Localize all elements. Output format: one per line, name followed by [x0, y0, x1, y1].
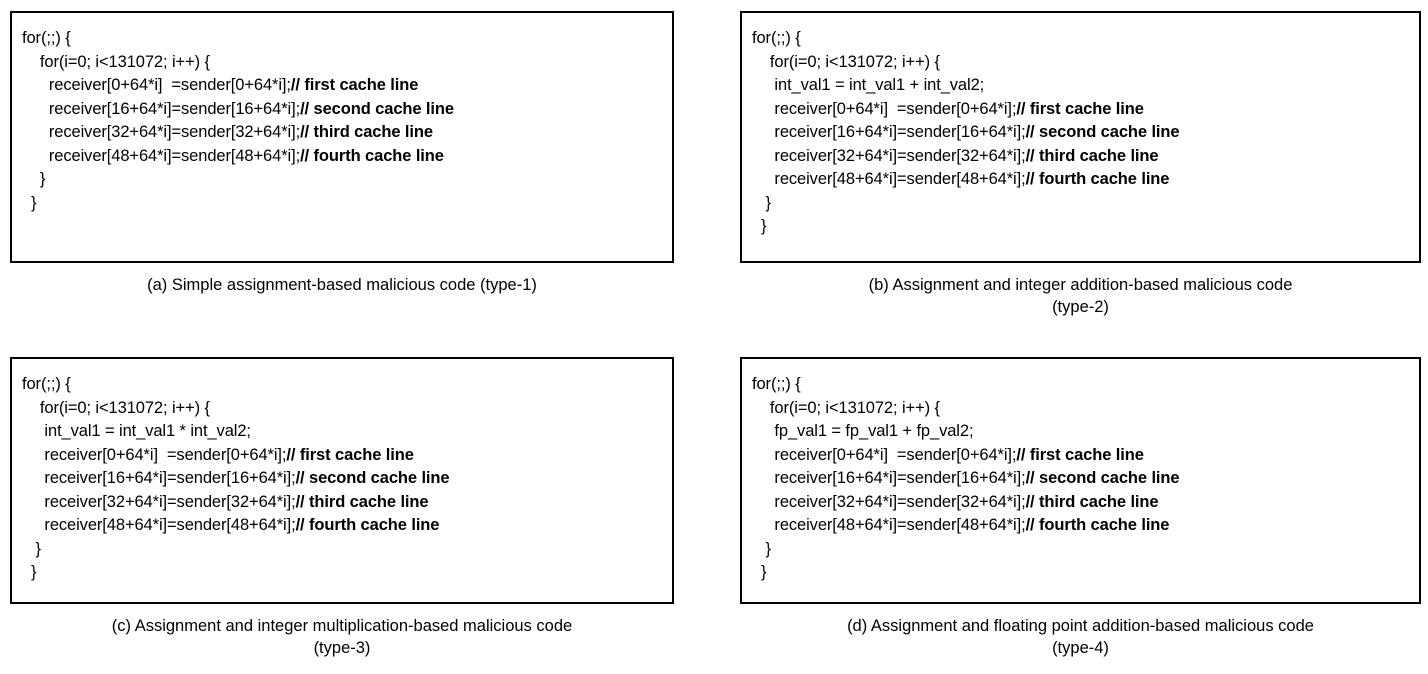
caption-d: (d) Assignment and floating point additi…	[847, 617, 1314, 657]
code-line: }	[22, 168, 662, 192]
code-line: for(;;) {	[22, 27, 662, 51]
code-line: for(;;) {	[22, 373, 662, 397]
code-line: receiver[48+64*i]=sender[48+64*i];// fou…	[752, 514, 1409, 538]
code-line: fp_val1 = fp_val1 + fp_val2;	[752, 420, 1409, 444]
code-statement: receiver[48+64*i]=sender[48+64*i];	[752, 170, 1026, 188]
code-comment: // first cache line	[290, 76, 419, 94]
code-block-a: for(;;) { for(i=0; i<131072; i++) { rece…	[10, 11, 674, 263]
code-statement: for(i=0; i<131072; i++) {	[752, 52, 940, 71]
code-comment: // second cache line	[300, 99, 454, 118]
code-comment: // first cache line	[1016, 99, 1144, 118]
code-line: }	[22, 538, 662, 562]
code-line: for(i=0; i<131072; i++) {	[22, 397, 662, 421]
code-statement: }	[22, 563, 37, 581]
code-statement: fp_val1 = fp_val1 + fp_val2;	[752, 422, 974, 440]
code-statement: }	[752, 193, 771, 212]
code-statement: receiver[32+64*i]=sender[32+64*i];	[752, 146, 1026, 165]
code-statement: for(i=0; i<131072; i++) {	[752, 398, 940, 417]
code-statement: for(;;) {	[22, 29, 71, 47]
code-statement: receiver[16+64*i]=sender[16+64*i];	[752, 123, 1026, 141]
code-comment: // fourth cache line	[295, 516, 440, 534]
code-statement: receiver[16+64*i]=sender[16+64*i];	[22, 99, 301, 118]
code-statement: for(;;) {	[752, 29, 801, 47]
code-statement: receiver[0+64*i] =sender[0+64*i];	[752, 445, 1017, 464]
code-line: for(i=0; i<131072; i++) {	[22, 51, 662, 75]
panel-a: for(;;) { for(i=0; i<131072; i++) { rece…	[10, 11, 674, 296]
code-line: }	[752, 561, 1409, 585]
code-statement: int_val1 = int_val1 * int_val2;	[22, 422, 251, 440]
code-statement: for(;;) {	[752, 375, 801, 393]
code-statement: for(i=0; i<131072; i++) {	[22, 52, 210, 71]
code-line: }	[752, 215, 1409, 239]
code-statement: int_val1 = int_val1 + int_val2;	[752, 76, 985, 94]
code-statement: }	[752, 539, 771, 558]
code-statement: receiver[32+64*i]=sender[32+64*i];	[22, 492, 296, 511]
code-line: receiver[32+64*i]=sender[32+64*i];// thi…	[752, 491, 1409, 515]
code-statement: }	[22, 193, 37, 212]
code-line: receiver[0+64*i] =sender[0+64*i];// firs…	[22, 444, 662, 468]
panel-c: for(;;) { for(i=0; i<131072; i++) { int_…	[10, 357, 674, 659]
code-comment: // third cache line	[295, 492, 429, 511]
code-statement: receiver[16+64*i]=sender[16+64*i];	[22, 469, 296, 487]
code-line: }	[22, 561, 662, 585]
code-statement: receiver[48+64*i]=sender[48+64*i];	[752, 516, 1026, 534]
code-line: }	[752, 192, 1409, 216]
code-comment: // second cache line	[1025, 123, 1180, 141]
caption-b: (b) Assignment and integer addition-base…	[868, 276, 1293, 316]
code-comment: // second cache line	[1025, 469, 1180, 487]
code-line: for(i=0; i<131072; i++) {	[752, 51, 1409, 75]
code-statement: }	[22, 170, 46, 188]
code-statement: for(;;) {	[22, 375, 71, 393]
code-line: receiver[32+64*i]=sender[32+64*i];// thi…	[22, 121, 662, 145]
code-line: receiver[0+64*i] =sender[0+64*i];// firs…	[752, 98, 1409, 122]
code-line: receiver[0+64*i] =sender[0+64*i];// firs…	[752, 444, 1409, 468]
code-line: receiver[16+64*i]=sender[16+64*i];// sec…	[752, 121, 1409, 145]
code-line: receiver[48+64*i]=sender[48+64*i];// fou…	[22, 145, 662, 169]
code-statement: for(i=0; i<131072; i++) {	[22, 398, 210, 417]
code-comment: // first cache line	[1016, 445, 1144, 464]
code-line: receiver[16+64*i]=sender[16+64*i];// sec…	[752, 467, 1409, 491]
code-line: receiver[48+64*i]=sender[48+64*i];// fou…	[22, 514, 662, 538]
code-comment: // third cache line	[1025, 492, 1159, 511]
code-statement: receiver[48+64*i]=sender[48+64*i];	[22, 146, 301, 165]
code-statement: }	[752, 563, 767, 581]
caption-c: (c) Assignment and integer multiplicatio…	[111, 617, 573, 657]
code-comment: // fourth cache line	[1025, 170, 1170, 188]
code-statement: receiver[0+64*i] =sender[0+64*i];	[22, 445, 287, 464]
code-line: for(;;) {	[752, 27, 1409, 51]
code-statement: }	[22, 539, 41, 558]
code-comment: // fourth cache line	[1025, 516, 1170, 534]
code-statement: receiver[48+64*i]=sender[48+64*i];	[22, 516, 296, 534]
code-comment: // second cache line	[295, 469, 450, 487]
code-line: }	[22, 192, 662, 216]
code-comment: // fourth cache line	[300, 146, 444, 165]
panel-d: for(;;) { for(i=0; i<131072; i++) { fp_v…	[740, 357, 1421, 659]
code-block-b: for(;;) { for(i=0; i<131072; i++) { int_…	[740, 11, 1421, 263]
code-line: receiver[48+64*i]=sender[48+64*i];// fou…	[752, 168, 1409, 192]
code-line: receiver[32+64*i]=sender[32+64*i];// thi…	[22, 491, 662, 515]
code-line: for(i=0; i<131072; i++) {	[752, 397, 1409, 421]
code-statement: receiver[0+64*i] =sender[0+64*i];	[752, 99, 1017, 118]
code-comment: // third cache line	[300, 123, 433, 141]
code-line: receiver[16+64*i]=sender[16+64*i];// sec…	[22, 467, 662, 491]
code-line: }	[752, 538, 1409, 562]
code-block-c: for(;;) { for(i=0; i<131072; i++) { int_…	[10, 357, 674, 604]
code-statement: receiver[32+64*i]=sender[32+64*i];	[22, 123, 301, 141]
code-statement: }	[752, 217, 767, 235]
code-line: receiver[16+64*i]=sender[16+64*i];// sec…	[22, 98, 662, 122]
code-comment: // third cache line	[1025, 146, 1159, 165]
panel-b: for(;;) { for(i=0; i<131072; i++) { int_…	[740, 11, 1421, 318]
code-comment: // first cache line	[286, 445, 414, 464]
code-line: for(;;) {	[752, 373, 1409, 397]
code-statement: receiver[0+64*i] =sender[0+64*i];	[22, 76, 291, 94]
code-statement: receiver[32+64*i]=sender[32+64*i];	[752, 492, 1026, 511]
code-line: receiver[0+64*i] =sender[0+64*i];// firs…	[22, 74, 662, 98]
code-statement: receiver[16+64*i]=sender[16+64*i];	[752, 469, 1026, 487]
code-line: receiver[32+64*i]=sender[32+64*i];// thi…	[752, 145, 1409, 169]
code-line: int_val1 = int_val1 + int_val2;	[752, 74, 1409, 98]
code-block-d: for(;;) { for(i=0; i<131072; i++) { fp_v…	[740, 357, 1421, 604]
caption-a: (a) Simple assignment-based malicious co…	[147, 276, 537, 294]
code-line: int_val1 = int_val1 * int_val2;	[22, 420, 662, 444]
